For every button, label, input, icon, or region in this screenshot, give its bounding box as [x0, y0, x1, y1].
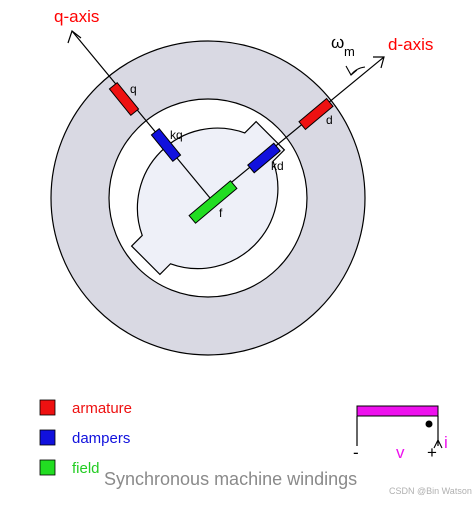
source-symbol: - v + i	[353, 405, 448, 462]
label-q: q	[130, 82, 137, 96]
d-axis-line	[209, 56, 385, 201]
rotation-arrowhead	[345, 65, 358, 76]
rotor	[130, 120, 286, 276]
d-axis-label: d-axis	[388, 35, 433, 54]
q-axis-label: q-axis	[54, 7, 99, 26]
caption: Synchronous machine windings	[104, 469, 357, 489]
winding-d-armature	[298, 97, 334, 131]
watermark: CSDN @Bin Watson	[389, 486, 472, 496]
winding-f-field	[188, 180, 238, 224]
legend-label-dampers: dampers	[72, 430, 130, 447]
winding-kq-damper	[150, 127, 182, 163]
omega-symbol: ω	[331, 33, 344, 52]
winding-q-armature	[108, 81, 140, 117]
source-i: i	[444, 433, 448, 452]
label-kq: kq	[170, 128, 183, 142]
source-v: v	[396, 443, 405, 462]
legend-label-field: field	[72, 460, 100, 477]
q-axis-line	[71, 30, 211, 199]
source-plus: +	[427, 443, 437, 462]
q-axis-arrowhead	[67, 30, 82, 44]
legend: armature dampers field	[39, 399, 132, 477]
source-bar	[356, 405, 439, 417]
winding-kd-damper	[247, 142, 281, 174]
omega-subscript: m	[344, 44, 355, 59]
legend-label-armature: armature	[72, 400, 132, 417]
polarity-dot	[425, 420, 433, 428]
legend-swatch-field	[39, 459, 56, 476]
label-kd: kd	[271, 159, 284, 173]
label-f: f	[219, 206, 223, 220]
d-axis-arrowhead	[373, 56, 385, 69]
legend-swatch-armature	[39, 399, 56, 416]
label-d: d	[326, 113, 333, 127]
source-minus: -	[353, 443, 359, 462]
current-arrowhead	[433, 438, 443, 449]
legend-swatch-dampers	[39, 429, 56, 446]
